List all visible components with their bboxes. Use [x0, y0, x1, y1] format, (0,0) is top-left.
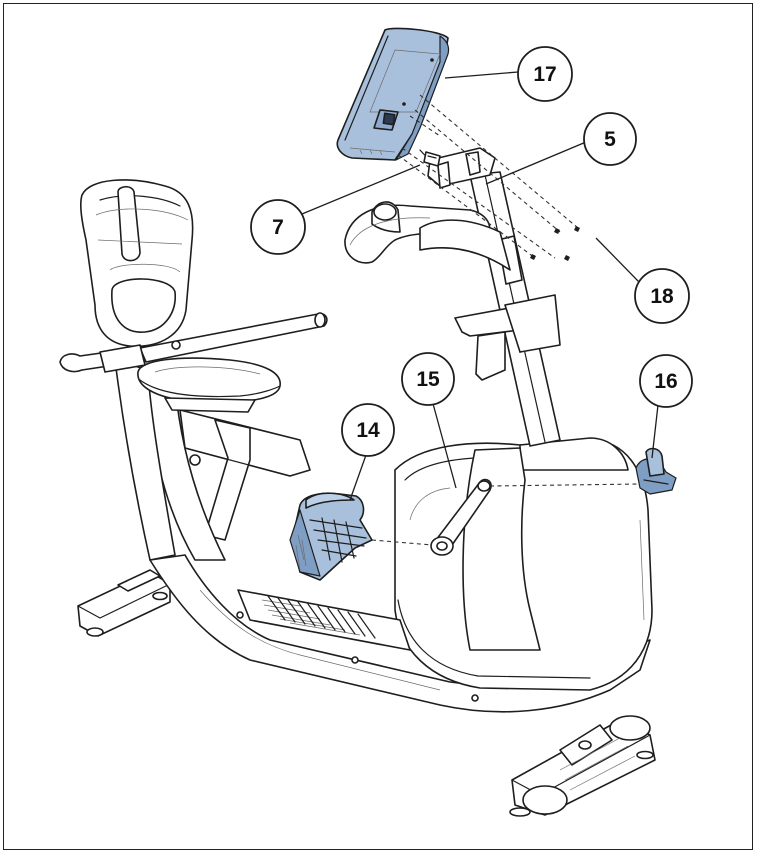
callout-17: 17 [517, 46, 573, 102]
callout-label: 15 [416, 368, 440, 391]
callout-14: 14 [341, 403, 395, 457]
callout-15: 15 [401, 352, 455, 406]
cable-connector-part-7 [419, 149, 441, 167]
callout-label: 16 [654, 370, 677, 393]
callout-label: 18 [650, 285, 674, 308]
callout-label: 14 [356, 419, 380, 442]
callout-label: 5 [604, 128, 616, 151]
frame-bolts [236, 611, 479, 702]
leader-lines [301, 71, 659, 501]
screws-part-18 [530, 226, 580, 261]
callout-16: 16 [639, 354, 693, 408]
callout-18: 18 [634, 268, 690, 324]
pedal-part-14 [289, 492, 373, 581]
crank-arm-part-15 [371, 478, 641, 556]
pedal-part-16 [635, 447, 677, 495]
callout-label: 17 [533, 63, 556, 86]
callout-5: 5 [583, 112, 637, 166]
upright-mast [344, 147, 561, 447]
seat-assembly [59, 179, 328, 561]
callout-7: 7 [250, 199, 306, 255]
alignment-lines [397, 94, 579, 259]
console-part-17[interactable] [336, 27, 450, 161]
bike-frame [77, 437, 656, 817]
callout-label: 7 [272, 216, 284, 239]
